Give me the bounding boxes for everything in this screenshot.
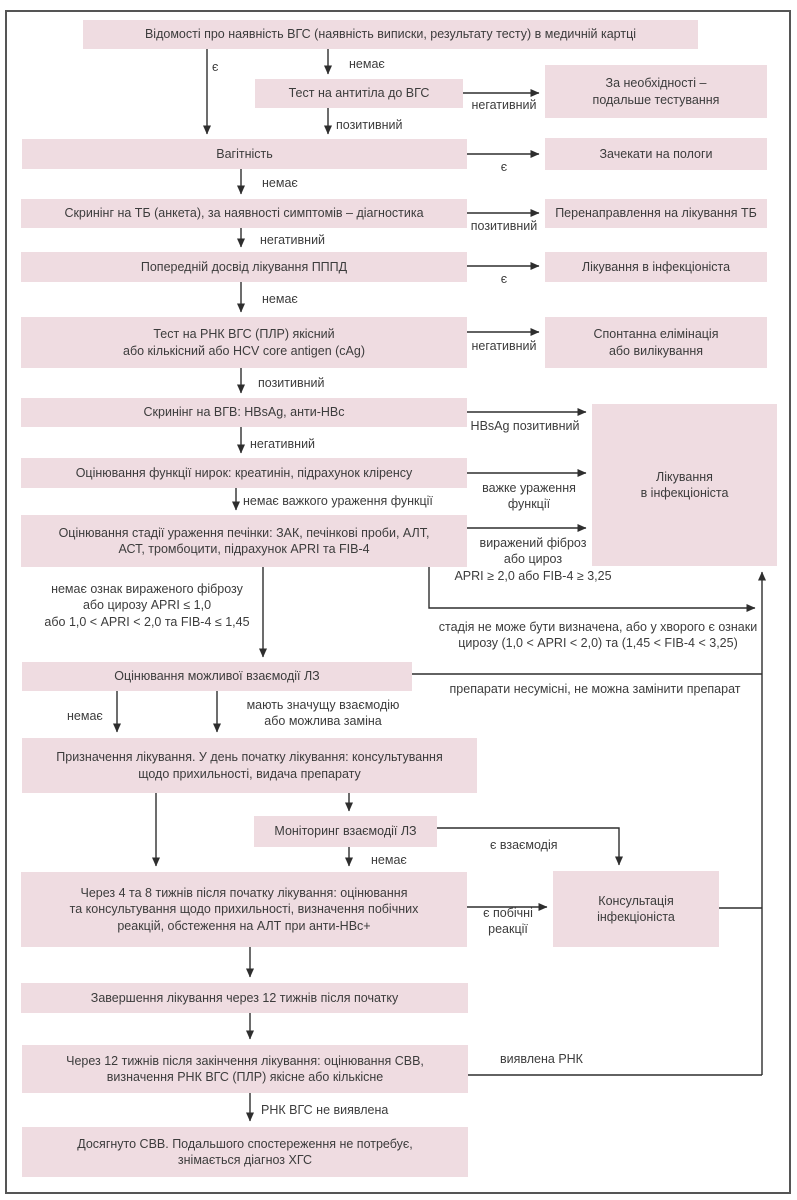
- diagram-border: [5, 10, 791, 1194]
- node-tb-screening: Скринінг на ТБ (анкета), за наявності си…: [21, 199, 467, 228]
- node-pregnancy: Вагітність: [22, 139, 467, 169]
- node-record-check: Відомості про наявність ВГС (наявність в…: [83, 20, 698, 49]
- node-tb-referral: Перенаправлення на лікування ТБ: [545, 199, 767, 228]
- node-infectionist-treatment-big: Лікування в інфекціоніста: [592, 404, 777, 566]
- edge-label-pregnant-no: немає: [262, 176, 298, 190]
- edge-label-stage-undetermined: стадія не може бути визначена, або у хво…: [438, 620, 758, 651]
- node-interaction-monitoring: Моніторинг взаємодії ЛЗ: [254, 816, 437, 847]
- node-prior-treatment: Попередній досвід лікування ПППД: [21, 252, 467, 282]
- edge-label-severe-impairment: важке ураження функції: [482, 481, 576, 512]
- edge-label-fibrosis-cirrhosis: виражений фіброз або цироз APRI ≥ 2,0 аб…: [454, 536, 612, 583]
- edge-label-rna-not-detected: РНК ВГС не виявлена: [261, 1103, 389, 1117]
- edge-label-has-record: є: [212, 60, 219, 74]
- node-treatment-start: Призначення лікування. У день початку лі…: [22, 738, 477, 793]
- node-kidney-function: Оцінювання функції нирок: креатинін, під…: [21, 458, 467, 488]
- node-hbv-screening: Скринінг на ВГВ: HBsAg, анти-HBc: [21, 398, 467, 427]
- edge-label-side-effects: є побічні реакції: [483, 906, 533, 937]
- node-svr-check: Через 12 тижнів після закінчення лікуван…: [22, 1045, 468, 1093]
- edge-label-rna-negative: негативний: [471, 339, 537, 353]
- edge-label-rna-positive: позитивний: [258, 376, 325, 390]
- node-antibody-test: Тест на антитіла до ВГС: [255, 79, 463, 108]
- node-infectionist-consultation: Консультація інфекціоніста: [553, 871, 719, 947]
- node-infectionist-treatment-short: Лікування в інфекціоніста: [545, 252, 767, 282]
- edge-label-no-interaction-2: немає: [371, 853, 407, 867]
- node-wait-delivery: Зачекати на пологи: [545, 138, 767, 170]
- edge-label-ab-positive: позитивний: [336, 118, 403, 132]
- edge-label-rna-detected: виявлена РНК: [500, 1052, 583, 1066]
- edge-label-has-interaction: є взаємодія: [490, 838, 558, 852]
- edge-label-incompatible: препарати несумісні, не можна замінити п…: [449, 682, 741, 696]
- edge-label-no-record: немає: [349, 57, 385, 71]
- node-treatment-completion: Завершення лікування через 12 тижнів піс…: [21, 983, 468, 1013]
- edge-label-tb-positive: позитивний: [470, 219, 538, 233]
- edge-label-prior-yes: є: [500, 272, 508, 286]
- node-week4-8-check: Через 4 та 8 тижнів після початку лікува…: [21, 872, 467, 947]
- edge-label-hbv-negative: негативний: [250, 437, 316, 451]
- edge-label-significant-interaction: мають значущу взаємодію або можлива замі…: [246, 698, 400, 729]
- edge-label-hbsag-positive: HBsAg позитивний: [470, 419, 580, 433]
- node-liver-staging: Оцінювання стадії ураження печінки: ЗАК,…: [21, 515, 467, 567]
- edge-label-no-severe-impairment: немає важкого ураження функції: [243, 494, 433, 508]
- node-drug-interaction-check: Оцінювання можливої взаємодії ЛЗ: [22, 662, 412, 691]
- edge-label-prior-no: немає: [262, 292, 298, 306]
- edge-label-ab-negative: негативний: [471, 98, 537, 112]
- edge-label-no-fibrosis: немає ознак вираженого фіброзу або цироз…: [44, 582, 250, 629]
- node-svr-achieved: Досягнуто СВВ. Подальшого спостереження …: [22, 1127, 468, 1177]
- edge-label-pregnant-yes: є: [500, 160, 508, 174]
- node-further-testing: За необхідності – подальше тестування: [545, 65, 767, 118]
- edge-label-tb-negative: негативний: [260, 233, 326, 247]
- node-rna-test: Тест на РНК ВГС (ПЛР) якісний або кількі…: [21, 317, 467, 368]
- edge-label-no-interaction-1: немає: [67, 709, 103, 723]
- node-spontaneous-elimination: Спонтанна елімінація або вилікування: [545, 317, 767, 368]
